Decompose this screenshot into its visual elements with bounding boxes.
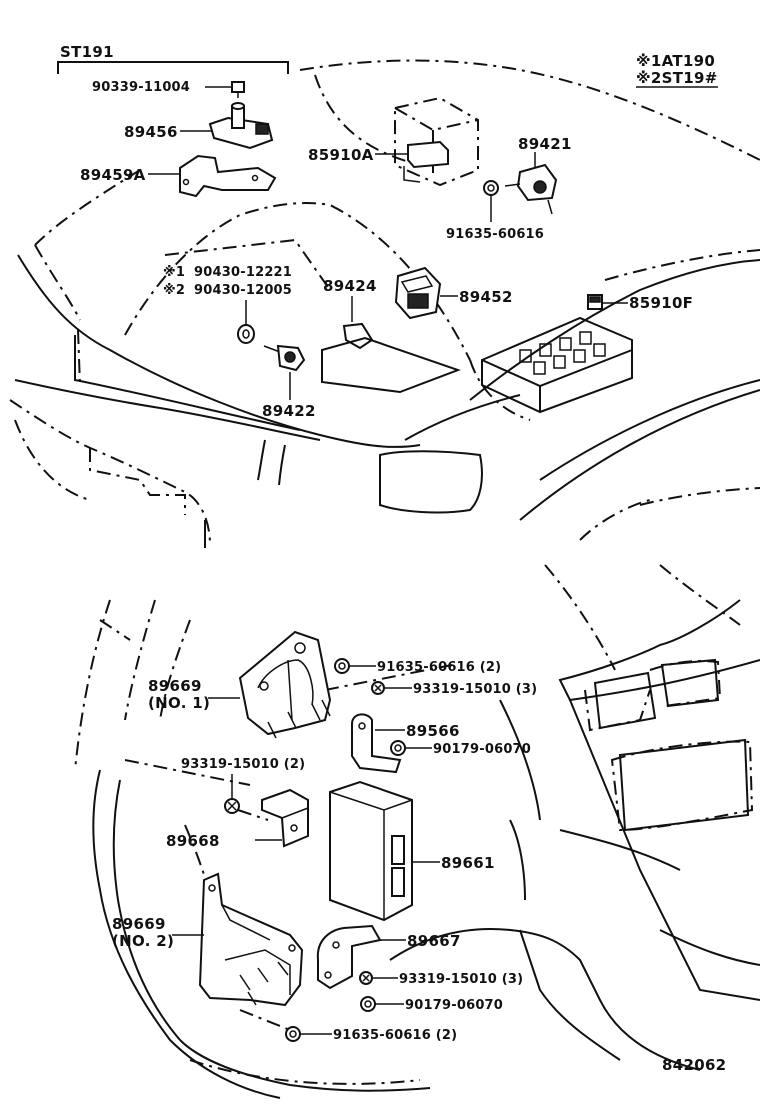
label-90430-12221: 90430-12221 xyxy=(194,265,292,280)
interior-outline xyxy=(74,564,760,1099)
legend: ※1AT190 ※2ST19# xyxy=(636,52,718,88)
sensor-89456: 89456 xyxy=(124,102,274,150)
label-89424: 89424 xyxy=(323,277,377,295)
bracket-89667: 89667 xyxy=(316,924,461,990)
connector-89452: 89452 xyxy=(394,266,513,320)
sensor-89424: 89424 xyxy=(321,277,461,394)
label-89669-no2: 89669 xyxy=(112,915,166,933)
label-91635-60616-top: 91635-60616 xyxy=(446,227,544,242)
figure-number: 842062 xyxy=(662,1056,726,1074)
bracket-89669-no1: 89669 (NO. 1) xyxy=(148,630,332,739)
svg-text:※1AT190: ※1AT190 xyxy=(636,52,715,70)
label-91635-60616-b: 91635-60616 (2) xyxy=(333,1028,457,1043)
fuse-block-relays xyxy=(519,331,606,375)
label-89661: 89661 xyxy=(441,854,495,872)
label-85910A: 85910A xyxy=(308,146,374,164)
nut-90179-a: 90179-06070 xyxy=(390,740,531,757)
label-93319-15010-b: 93319-15010 (2) xyxy=(181,757,305,772)
label-89669-no2-sub: (NO. 2) xyxy=(112,932,174,950)
label-89668: 89668 xyxy=(166,832,220,850)
label-85910F: 85910F xyxy=(629,294,693,312)
grommet-90339: 90339-11004 xyxy=(92,80,245,98)
studs-no2 xyxy=(239,961,289,1006)
label-90179-06070-b: 90179-06070 xyxy=(405,998,503,1013)
studs-no1 xyxy=(267,699,331,739)
screw-93319-a: 93319-15010 (3) xyxy=(371,681,537,697)
mark-2: ※2 xyxy=(163,283,185,298)
label-91635-60616-a: 91635-60616 (2) xyxy=(377,660,501,675)
relay-85910F: 85910F xyxy=(481,294,693,414)
screw-93319-b: 93319-15010 (2) xyxy=(181,757,305,821)
legend-mark-1: ※1 xyxy=(636,52,662,70)
legend-text-2: ST19# xyxy=(662,69,718,87)
bracket-89669-no2: 89669 (NO. 2) xyxy=(112,872,304,1007)
sensor-89421: 89421 91635-60616 xyxy=(446,135,572,242)
legend-mark-2: ※2 xyxy=(636,69,662,87)
nut-91635-top: 91635-60616 (2) xyxy=(334,658,501,675)
group-label: ST191 xyxy=(60,43,114,61)
svg-text:※2ST19#: ※2ST19# xyxy=(636,69,718,87)
label-90339-11004: 90339-11004 xyxy=(92,80,190,95)
bracket-89566: 89566 xyxy=(351,713,460,774)
label-93319-15010-a: 93319-15010 (3) xyxy=(413,682,537,697)
label-89422: 89422 xyxy=(262,402,316,420)
label-89421: 89421 xyxy=(518,135,572,153)
label-90179-06070-a: 90179-06070 xyxy=(433,742,531,757)
sensor-89422: 89422 xyxy=(262,344,316,420)
nut-90179-b: 90179-06070 xyxy=(360,996,503,1013)
group-bracket xyxy=(57,61,289,74)
ecu-89661: 89661 xyxy=(329,780,495,922)
bracket-89668: 89668 xyxy=(166,788,309,850)
label-89667: 89667 xyxy=(407,932,461,950)
label-93319-15010-c: 93319-15010 (3) xyxy=(399,972,523,987)
mark-1: ※1 xyxy=(163,265,185,280)
label-89459A: 89459A xyxy=(80,166,146,184)
label-89452: 89452 xyxy=(459,288,513,306)
label-89456: 89456 xyxy=(124,123,178,141)
label-89566: 89566 xyxy=(406,722,460,740)
washer-90430: ※1 90430-12221 ※2 90430-12005 xyxy=(163,265,292,344)
label-89669-no1-sub: (NO. 1) xyxy=(148,694,210,712)
relay-box-85910A: 85910A xyxy=(308,96,479,187)
nut-91635-bottom: 91635-60616 (2) xyxy=(239,1009,457,1043)
label-89669-no1: 89669 xyxy=(148,677,202,695)
bracket-89459A: 89459A xyxy=(80,154,277,198)
legend-text-1: AT190 xyxy=(662,52,716,70)
label-90430-12005: 90430-12005 xyxy=(194,283,292,298)
screw-93319-c: 93319-15010 (3) xyxy=(359,971,523,987)
